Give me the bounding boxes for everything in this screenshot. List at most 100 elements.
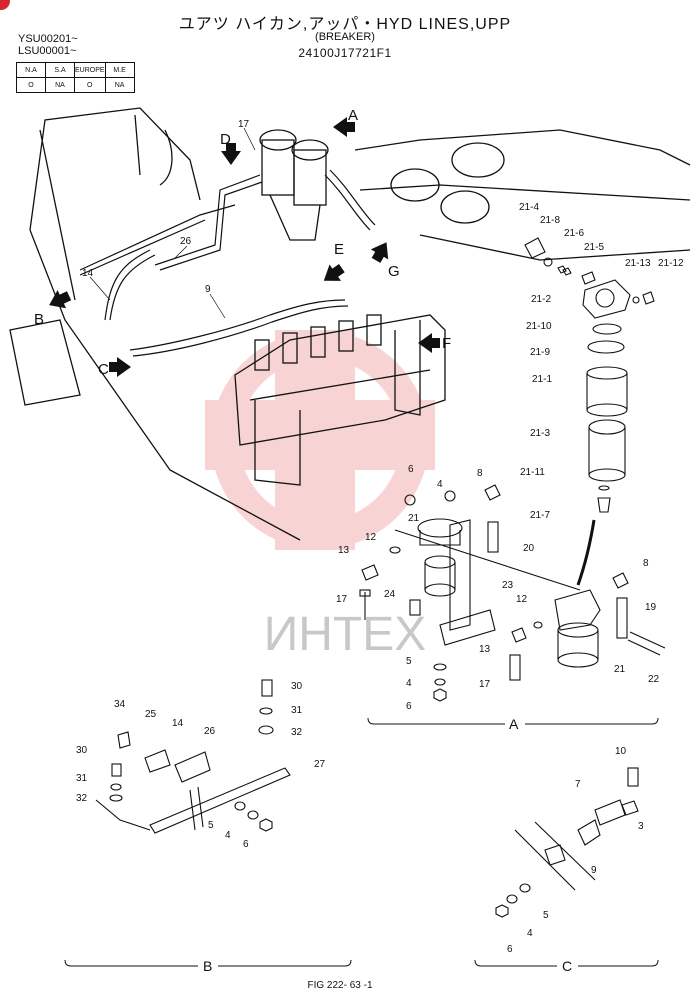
- callout-label: 30: [291, 681, 303, 692]
- callout-label: 19: [645, 602, 657, 613]
- callout-label: 17: [336, 594, 348, 605]
- section-c-assembly: [495, 767, 639, 918]
- callout-label: 14: [172, 718, 184, 729]
- callout-label: 24: [384, 589, 396, 600]
- callout-label: 21-12: [658, 258, 684, 269]
- callout-label: 21: [614, 664, 626, 675]
- view-label-e: E: [334, 241, 344, 258]
- callout-label: 32: [76, 793, 88, 804]
- callout-label: 6: [243, 839, 249, 850]
- view-label-b: B: [34, 311, 44, 328]
- callout-label: 13: [479, 644, 491, 655]
- appl-value: NA: [104, 77, 135, 93]
- callout-label: 31: [76, 773, 88, 784]
- section-label-c: C: [562, 958, 572, 974]
- callout-label: 17: [238, 119, 250, 130]
- callout-label: 6: [408, 464, 414, 475]
- view-label-g: G: [388, 263, 400, 280]
- callout-label: 21-8: [540, 215, 560, 226]
- watermark-text: ИНТЕХ: [264, 608, 427, 661]
- callout-label: 14: [82, 268, 94, 279]
- callout-label: 5: [543, 910, 549, 921]
- view-label-d: D: [220, 131, 231, 148]
- section-c-callouts: 10 7 3 9 5 4 6: [507, 746, 644, 955]
- callout-label: 21-10: [526, 321, 552, 332]
- section-label-a: A: [509, 716, 519, 732]
- callout-label: 25: [145, 709, 157, 720]
- callout-label: 4: [437, 479, 443, 490]
- callout-label: 22: [648, 674, 660, 685]
- view-label-a: A: [348, 107, 358, 124]
- section-a-assembly: [359, 484, 666, 702]
- callout-label: 20: [523, 543, 535, 554]
- callout-label: 9: [591, 865, 597, 876]
- view-arrow-g-icon: [370, 242, 389, 263]
- serial-range-2: LSU00001~: [18, 45, 77, 57]
- figure-number: FIG 222- 63 -1: [307, 980, 373, 991]
- callout-label: 13: [338, 545, 350, 556]
- view-arrow-b-icon: [49, 290, 72, 309]
- hydraulic-lines: [79, 169, 376, 357]
- section-b-callouts: 30 31 32 34 25 14 26 27 30 31 32 5 4 6: [76, 681, 326, 850]
- view-arrow-d-icon: [221, 143, 241, 165]
- applicability-table: N.A S.A EUROPE M.E O NA O NA: [16, 62, 135, 93]
- filter-exploded-parts: [524, 237, 655, 513]
- section-label-b: B: [203, 958, 212, 974]
- section-a-callouts: 6 4 8 21 12 13 20 23 17 24 5 4 6 17 13 1…: [336, 464, 660, 712]
- callout-label: 21-5: [584, 242, 604, 253]
- corner-marker: [0, 0, 10, 10]
- upper-filters: [259, 129, 329, 241]
- section-b-assembly: [95, 679, 291, 834]
- appl-value: O: [16, 77, 46, 93]
- callout-label: 21-4: [519, 202, 539, 213]
- view-arrow-c-icon: [109, 357, 131, 377]
- callout-label: 8: [477, 468, 483, 479]
- callout-label: 21-11: [520, 467, 545, 478]
- view-label-f: F: [442, 335, 451, 352]
- watermark-logo: [205, 330, 435, 550]
- view-arrow-a-icon: [333, 117, 355, 137]
- callout-label: 6: [507, 944, 513, 955]
- view-arrows: [49, 117, 440, 377]
- callout-label: 21-2: [531, 294, 551, 305]
- callout-label: 6: [406, 701, 412, 712]
- callout-label: 17: [479, 679, 491, 690]
- callout-label: 21-7: [530, 510, 550, 521]
- callout-label: 3: [638, 821, 644, 832]
- serial-range-1: YSU00201~: [18, 33, 78, 45]
- callout-label: 5: [406, 656, 412, 667]
- view-arrow-e-icon: [323, 264, 345, 281]
- callout-label: 21-3: [530, 428, 550, 439]
- diagram-title: ユアツ ハイカン,アッパ・HYD LINES,UPP: [178, 16, 512, 33]
- appl-value: NA: [45, 77, 75, 93]
- callout-label: 34: [114, 699, 126, 710]
- callout-label: 4: [527, 928, 533, 939]
- callout-label: 21-1: [532, 374, 552, 385]
- callout-label: 21-13: [625, 258, 651, 269]
- callout-label: 7: [575, 779, 581, 790]
- callout-label: 27: [314, 759, 326, 770]
- callout-label: 8: [643, 558, 649, 569]
- section-dividers: [64, 717, 659, 967]
- callout-label: 12: [516, 594, 528, 605]
- callout-label: 32: [291, 727, 303, 738]
- control-valve-block: [234, 314, 446, 486]
- callout-label: 23: [502, 580, 514, 591]
- callout-label: 26: [180, 236, 192, 247]
- part-code: 24100J17721F1: [298, 46, 392, 60]
- callout-label: 4: [406, 678, 412, 689]
- callout-label: 9: [205, 284, 211, 295]
- callout-label: 31: [291, 705, 303, 716]
- view-label-c: C: [98, 361, 109, 378]
- callout-label: 4: [225, 830, 231, 841]
- machine-frame: [9, 107, 691, 541]
- filter-callouts: 21-4 21-8 21-6 21-5 21-13 21-12 21-2 21-…: [519, 202, 684, 521]
- callout-label: 5: [208, 820, 214, 831]
- callout-label: 30: [76, 745, 88, 756]
- diagram-subtitle: (BREAKER): [315, 31, 375, 43]
- callout-label: 21-9: [530, 347, 550, 358]
- callout-label: 12: [365, 532, 377, 543]
- callout-label: 26: [204, 726, 216, 737]
